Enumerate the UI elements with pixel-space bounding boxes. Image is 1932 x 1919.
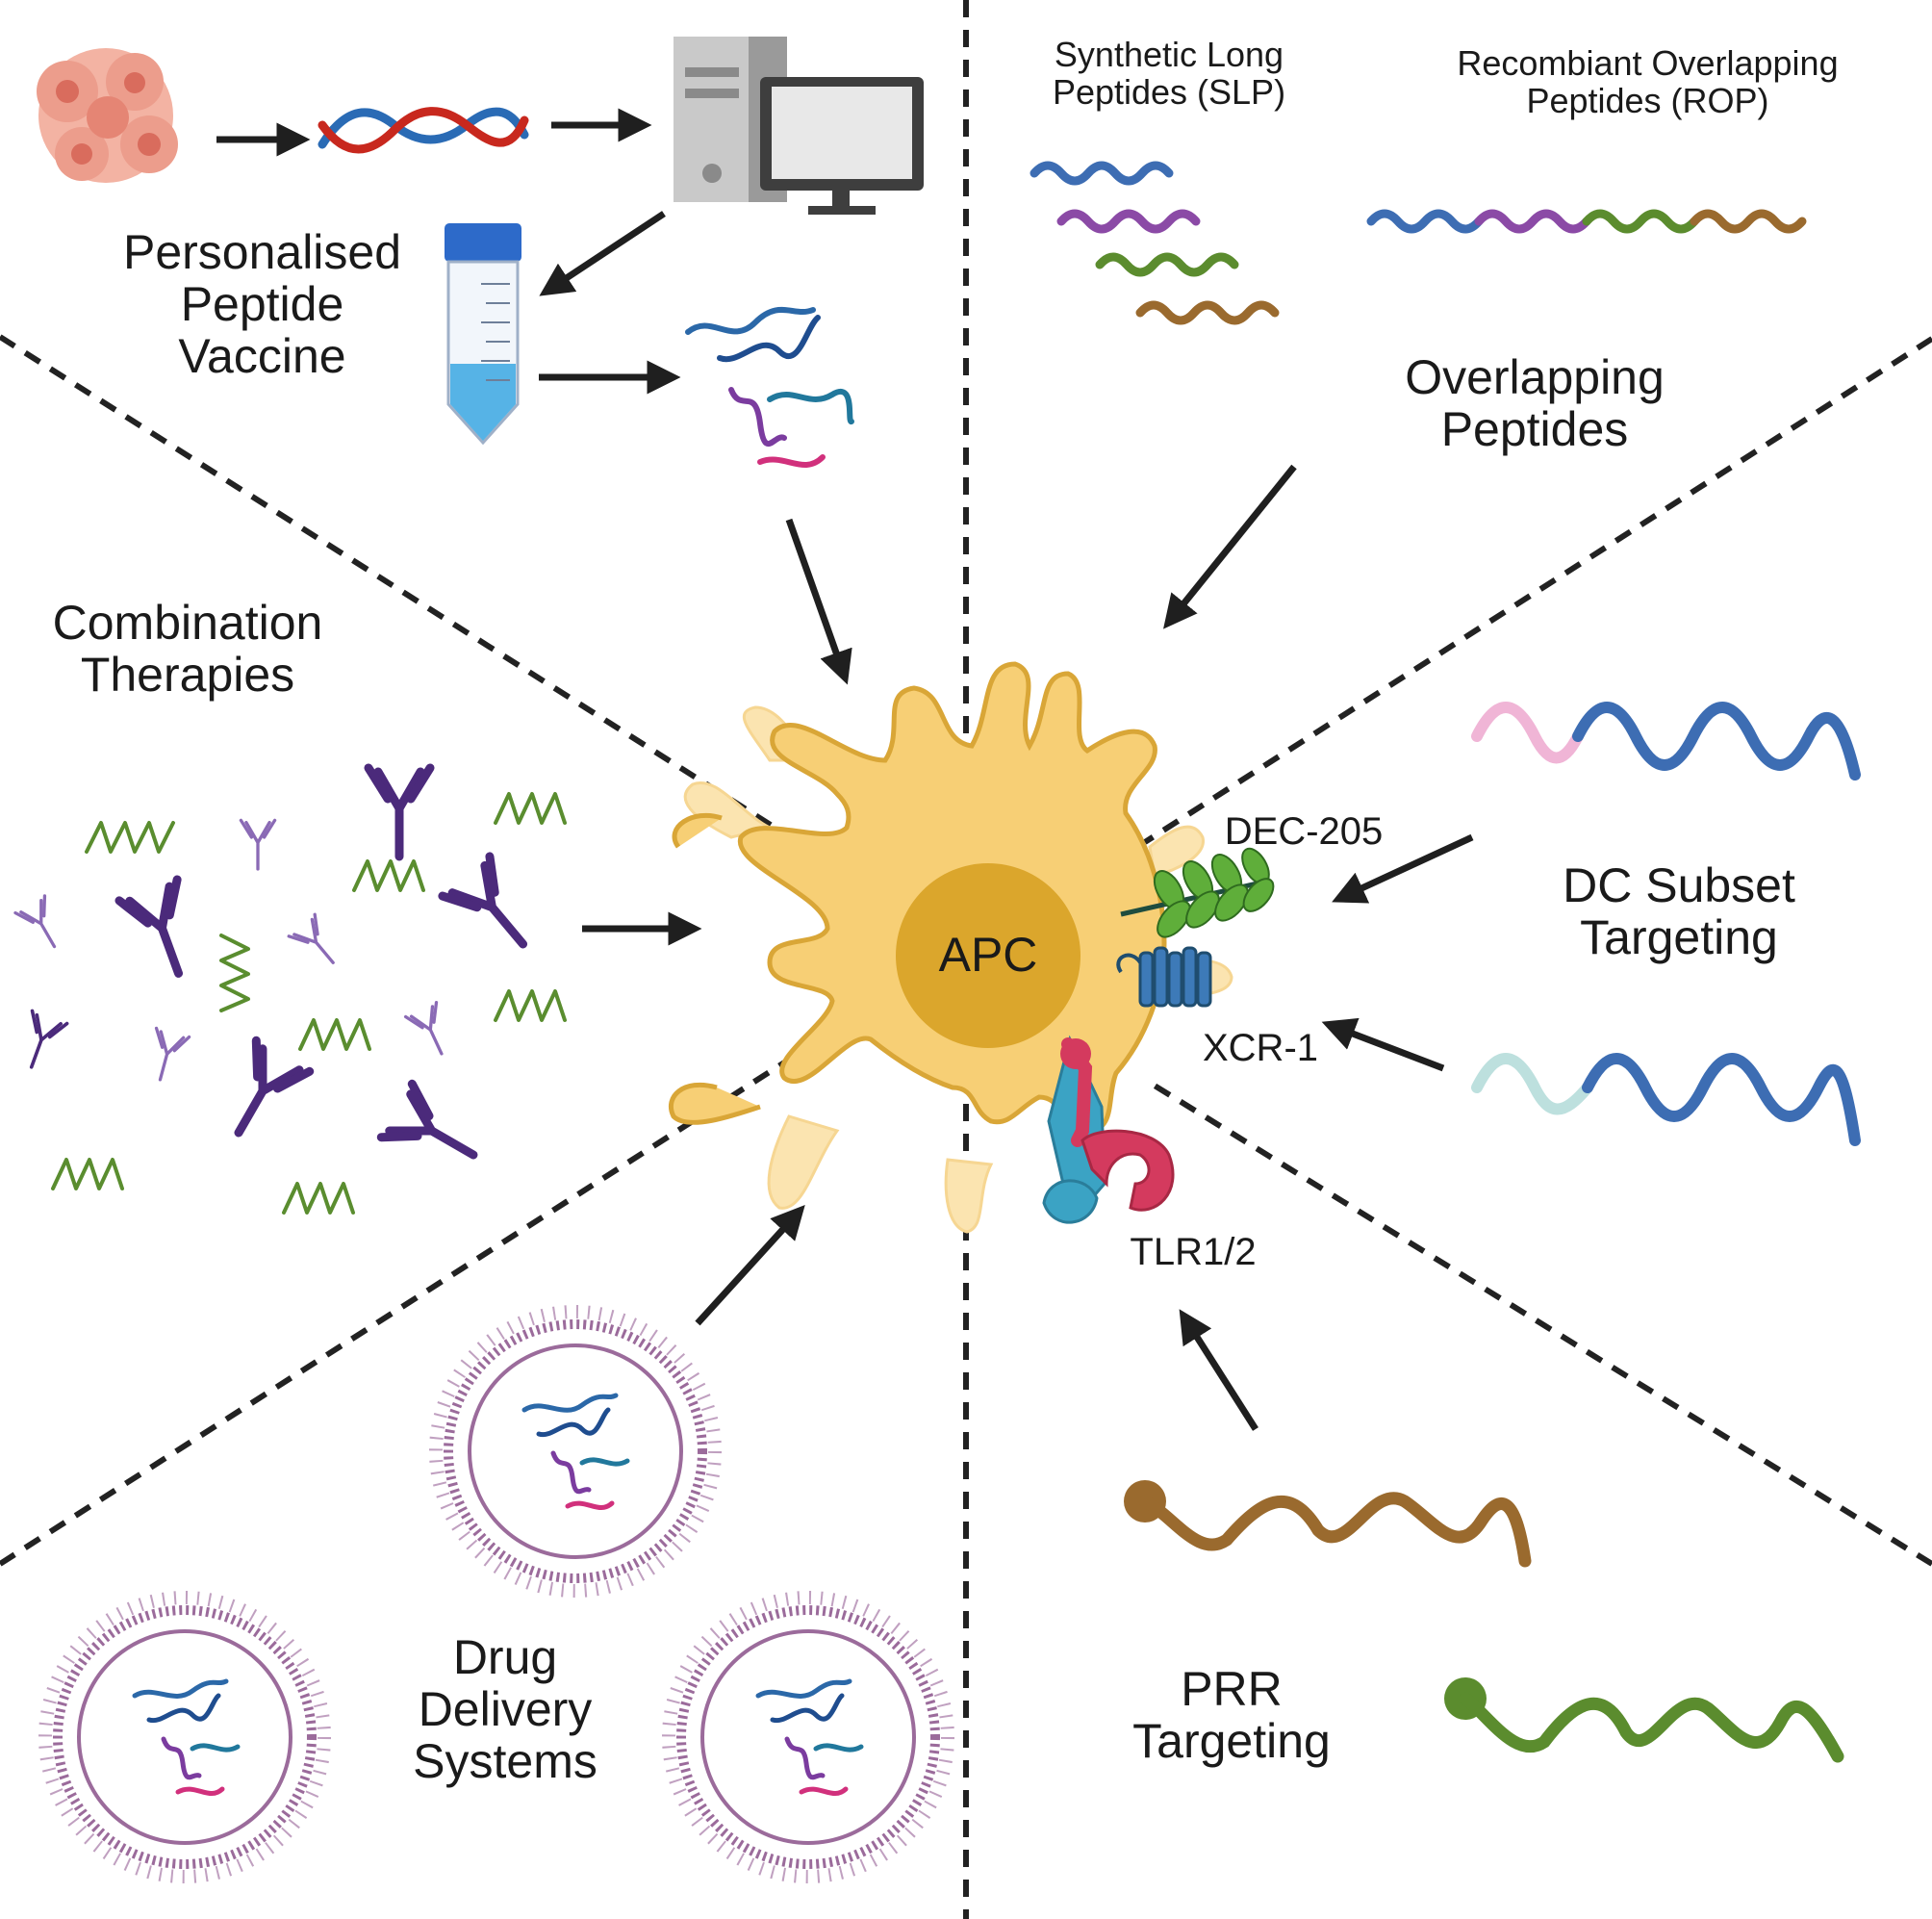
peptide-mix-icon bbox=[685, 306, 854, 469]
label-drug-delivery-systems: Drug Delivery Systems bbox=[385, 1631, 625, 1787]
helix-8 bbox=[282, 1182, 355, 1215]
label-xcr1: XCR-1 bbox=[1202, 1027, 1319, 1069]
arrow-prr-to-tlr bbox=[1179, 1309, 1258, 1431]
label-combination-therapies: Combination Therapies bbox=[24, 597, 351, 701]
liposome-icon-2 bbox=[38, 1591, 331, 1883]
divider-lower-left bbox=[0, 1041, 815, 1567]
antibody-small-6 bbox=[403, 1000, 444, 1056]
tumor-cells-icon bbox=[37, 48, 178, 183]
xcr1-targeted-peptide bbox=[1471, 1053, 1861, 1146]
helix-3 bbox=[352, 859, 425, 892]
label-drug-line3: Systems bbox=[413, 1734, 597, 1788]
label-slp: Synthetic Long Peptides (SLP) bbox=[1015, 35, 1323, 112]
helix-4 bbox=[219, 934, 250, 1012]
label-rop-line1: Recombiant Overlapping bbox=[1457, 43, 1839, 83]
antibody-large-2 bbox=[114, 875, 184, 978]
dec205-targeted-peptide bbox=[1471, 702, 1861, 780]
label-combination-line1: Combination bbox=[52, 596, 323, 650]
helix-2 bbox=[494, 792, 567, 825]
flow-arrows-top-left bbox=[216, 108, 852, 685]
arrow-peptides-to-apc bbox=[785, 518, 852, 685]
antibody-large-4 bbox=[234, 1036, 315, 1138]
label-combination-line2: Therapies bbox=[80, 648, 295, 702]
apc-nucleus bbox=[896, 863, 1080, 1048]
label-slp-line1: Synthetic Long bbox=[1054, 35, 1284, 74]
label-dec205: DEC-205 bbox=[1224, 810, 1384, 853]
label-apc: APC bbox=[938, 928, 1038, 982]
helix-6 bbox=[494, 989, 567, 1022]
liposome-icon-3 bbox=[662, 1591, 954, 1883]
label-prr-line1: PRR bbox=[1181, 1662, 1283, 1716]
label-personalised-line3: Vaccine bbox=[178, 329, 346, 383]
label-prr-targeting: PRR Targeting bbox=[1106, 1663, 1357, 1767]
label-personalised-line1: Personalised bbox=[122, 225, 402, 279]
arrow-delivery-to-apc bbox=[695, 1205, 805, 1326]
xcr1-receptor-icon bbox=[1116, 946, 1212, 1008]
label-dc-subset-targeting: DC Subset Targeting bbox=[1535, 859, 1823, 963]
antibody-small-4 bbox=[29, 1009, 69, 1069]
helix-1 bbox=[85, 821, 175, 854]
label-personalised-peptide-vaccine: Personalised Peptide Vaccine bbox=[96, 226, 428, 382]
prr-peptide-green bbox=[1444, 1677, 1844, 1763]
rop-peptide-icon bbox=[1366, 209, 1807, 234]
tlr12-receptor-icon bbox=[1042, 1035, 1175, 1224]
divider-upper-left bbox=[0, 334, 815, 855]
antibody-small-2 bbox=[13, 894, 57, 949]
liposome-icon-1 bbox=[429, 1305, 722, 1598]
antibody-small-1 bbox=[239, 818, 277, 871]
slp-peptides-icon bbox=[1030, 161, 1280, 325]
label-slp-line2: Peptides (SLP) bbox=[1052, 71, 1286, 112]
arrow-overlapping-to-apc bbox=[1163, 464, 1297, 629]
label-overlapping-peptides: Overlapping Peptides bbox=[1366, 351, 1703, 455]
label-prr-line2: Targeting bbox=[1132, 1714, 1331, 1768]
prr-peptide-brown bbox=[1124, 1480, 1532, 1568]
divider-upper-right bbox=[1143, 336, 1932, 845]
dna-helix-icon bbox=[318, 107, 529, 154]
antibody-large-5 bbox=[376, 1079, 478, 1160]
arrow-dc-to-xcr1 bbox=[1321, 1017, 1445, 1072]
label-overlapping-line1: Overlapping bbox=[1405, 350, 1665, 404]
label-dc-line1: DC Subset bbox=[1563, 858, 1795, 912]
label-drug-line2: Delivery bbox=[418, 1682, 593, 1736]
antibody-small-3 bbox=[287, 912, 335, 964]
label-dc-line2: Targeting bbox=[1580, 910, 1778, 964]
label-overlapping-line2: Peptides bbox=[1440, 402, 1629, 456]
arrow-dc-to-dec205 bbox=[1332, 833, 1474, 904]
computer-icon bbox=[674, 37, 924, 215]
antibody-large-3 bbox=[438, 852, 528, 949]
divider-lower-right bbox=[1148, 1080, 1932, 1567]
helix-7 bbox=[51, 1158, 124, 1190]
antibody-small-5 bbox=[154, 1026, 191, 1082]
combination-therapy-icons bbox=[13, 763, 567, 1215]
label-drug-line1: Drug bbox=[452, 1630, 558, 1684]
arrow-computer-to-tube bbox=[539, 211, 666, 296]
label-rop: Recombiant Overlapping Peptides (ROP) bbox=[1405, 43, 1891, 120]
label-rop-line2: Peptides (ROP) bbox=[1526, 80, 1769, 120]
antibody-large-1 bbox=[364, 763, 435, 861]
label-tlr12: TLR1/2 bbox=[1130, 1231, 1257, 1273]
falcon-tube-icon bbox=[445, 223, 521, 446]
helix-5 bbox=[298, 1018, 371, 1051]
dec205-receptor-icon bbox=[1120, 847, 1275, 938]
label-personalised-line2: Peptide bbox=[180, 277, 344, 331]
